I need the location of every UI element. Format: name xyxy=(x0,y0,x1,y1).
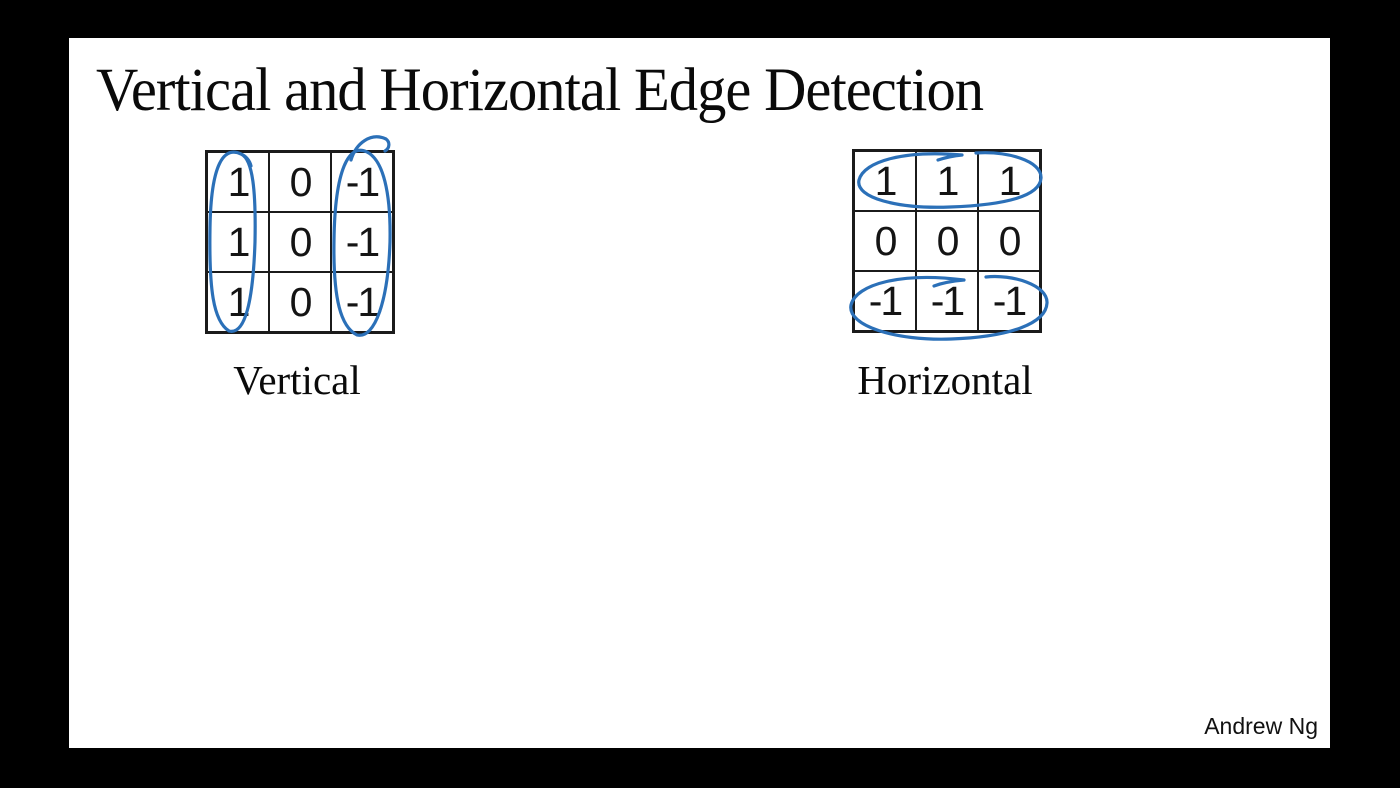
matrix-cell: 0 xyxy=(269,272,331,332)
matrix-cell: 1 xyxy=(207,152,269,212)
matrix-cell: -1 xyxy=(916,271,978,331)
matrix-cell: 0 xyxy=(916,211,978,271)
slide-title: Vertical and Horizontal Edge Detection xyxy=(96,57,984,124)
author-credit: Andrew Ng xyxy=(1204,713,1318,739)
matrix-cell: 1 xyxy=(207,272,269,332)
horizontal-filter-matrix: 1 1 1 0 0 0 -1 -1 -1 xyxy=(852,149,1042,333)
matrix-cell: -1 xyxy=(854,271,916,331)
slide-canvas: Vertical and Horizontal Edge Detection 1… xyxy=(69,38,1330,748)
vertical-filter-matrix: 1 0 -1 1 0 -1 1 0 -1 xyxy=(205,150,395,334)
matrix-cell: -1 xyxy=(331,272,393,332)
matrix-cell: 0 xyxy=(854,211,916,271)
matrix-cell: 0 xyxy=(269,212,331,272)
matrix-cell: -1 xyxy=(978,271,1040,331)
matrix-cell: -1 xyxy=(331,152,393,212)
vertical-filter-label: Vertical xyxy=(233,357,361,403)
matrix-cell: 0 xyxy=(269,152,331,212)
matrix-cell: 1 xyxy=(854,151,916,211)
matrix-cell: 1 xyxy=(978,151,1040,211)
horizontal-filter-label: Horizontal xyxy=(857,357,1033,403)
matrix-cell: 1 xyxy=(916,151,978,211)
matrix-cell: 1 xyxy=(207,212,269,272)
matrix-cell: -1 xyxy=(331,212,393,272)
matrix-cell: 0 xyxy=(978,211,1040,271)
